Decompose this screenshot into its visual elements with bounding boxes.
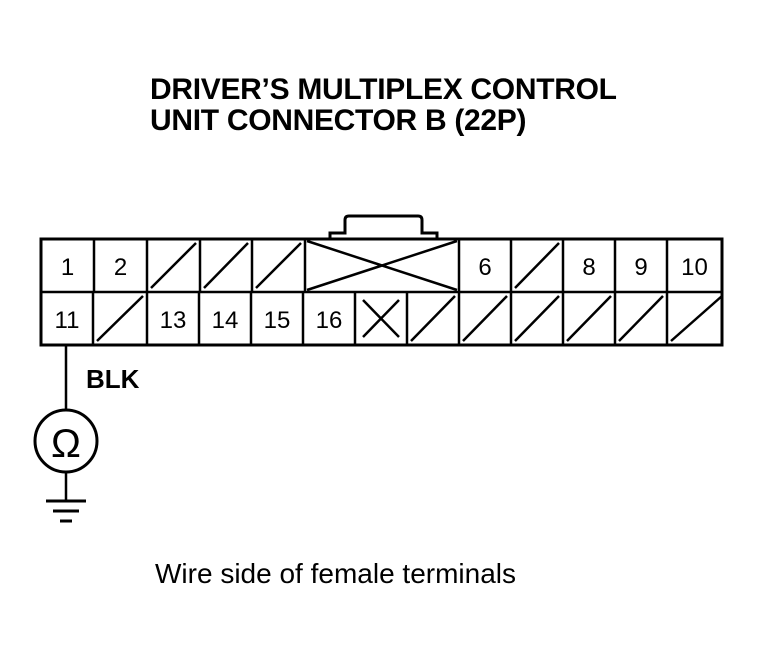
empty-cavity [618, 295, 664, 342]
connector-latch [328, 214, 439, 239]
pin-6: 6 [478, 254, 491, 281]
pin-9: 9 [634, 254, 647, 281]
test-lead: Ω [33, 345, 99, 523]
empty-cavity [514, 242, 560, 289]
pin-13: 13 [160, 307, 187, 334]
empty-cavity [203, 242, 249, 289]
blocked-cavity-line [306, 239, 458, 292]
empty-cavity [255, 242, 302, 289]
empty-cavity [514, 295, 560, 342]
pin-10: 10 [681, 254, 708, 281]
pin-1: 1 [61, 254, 74, 281]
empty-cavity [150, 242, 197, 289]
pin-8: 8 [582, 254, 595, 281]
empty-cavity [670, 295, 723, 342]
wire-color-label: BLK [86, 364, 140, 394]
diagram-caption: Wire side of female terminals [155, 558, 517, 589]
empty-cavity [566, 295, 612, 342]
pin-2: 2 [114, 254, 127, 281]
empty-cavity [410, 295, 456, 342]
blocked-cavity-line [362, 299, 400, 338]
title-line-2: UNIT CONNECTOR B (22P) [150, 104, 527, 137]
pin-15: 15 [264, 307, 291, 334]
empty-cavity [96, 295, 144, 342]
pin-16: 16 [316, 307, 343, 334]
ohm-symbol: Ω [51, 422, 81, 466]
pin-11: 11 [55, 307, 80, 334]
connector-22p: 1 2 6 8 9 10 11 13 14 15 16 [39, 214, 724, 347]
diagram-title: DRIVER’S MULTIPLEX CONTROL UNIT CONNECTO… [150, 74, 617, 136]
empty-cavity [462, 295, 508, 342]
ground-icon [46, 499, 86, 523]
ohmmeter-icon: Ω [33, 408, 99, 474]
pin-14: 14 [212, 307, 239, 334]
title-line-1: DRIVER’S MULTIPLEX CONTROL [150, 73, 617, 106]
